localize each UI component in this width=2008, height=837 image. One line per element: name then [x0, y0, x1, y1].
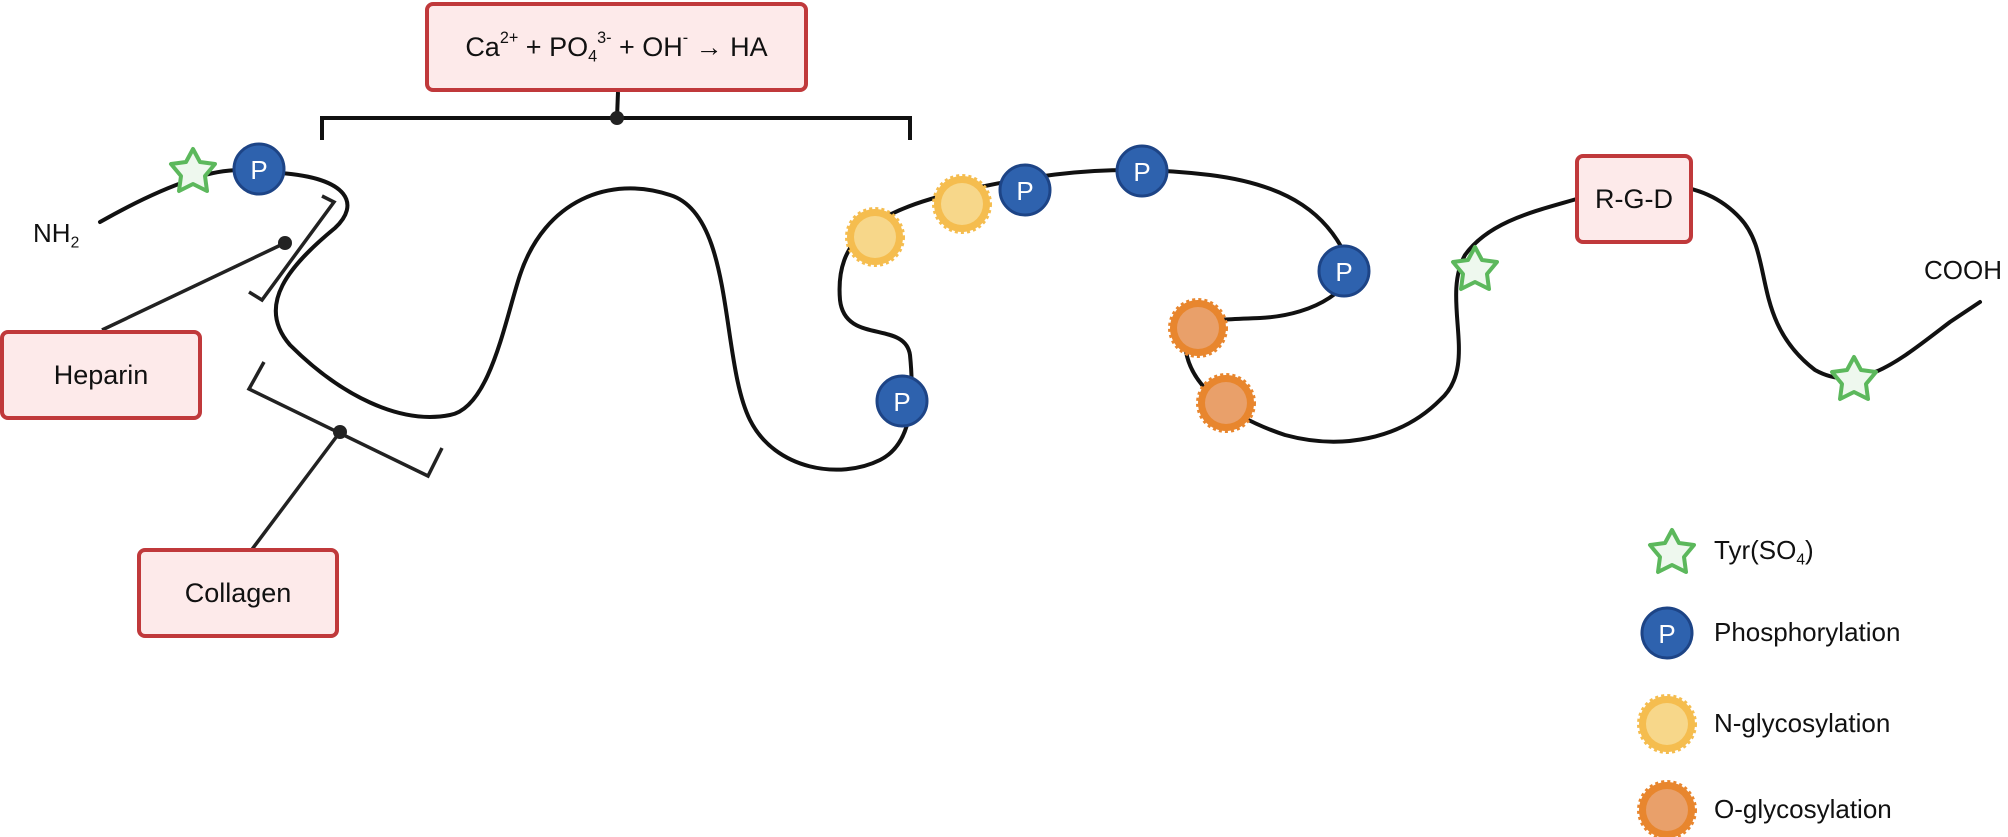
phosphorylation-icon: P [998, 163, 1052, 217]
legend-phos-label: Phosphorylation [1714, 617, 1901, 647]
ha-junction-dot [610, 111, 624, 125]
tyr-star-icon [1830, 355, 1878, 401]
n-terminus-label: NH2 [33, 218, 80, 252]
phosphorylation-icon: P [875, 374, 929, 428]
heparin-bracket [248, 194, 337, 303]
protein-backbone [98, 167, 1982, 472]
o-glyc-icon [1168, 298, 1228, 358]
heparin-binding-box: Heparin [0, 330, 202, 420]
legend-phosphorylation-icon: P [1640, 606, 1694, 660]
legend-tyr-star-icon [1648, 528, 1696, 574]
collagen-label: Collagen [184, 577, 292, 608]
collagen-binding-box: Collagen [137, 548, 339, 638]
tyr-star-icon [1451, 245, 1499, 291]
collagen-bracket [246, 361, 444, 479]
ha-binding-box: Ca2+ + PO43- + OH- → HA [425, 2, 808, 92]
legend-tyr-label: Tyr(SO4) [1714, 535, 1814, 569]
phos-letter: P [1016, 176, 1033, 206]
n-glyc-icon [845, 207, 905, 267]
phos-letter: P [893, 387, 910, 417]
heparin-connector [101, 241, 286, 332]
legend-nglyc-label: N-glycosylation [1714, 708, 1891, 738]
ha-equation: Ca2+ + PO43- + OH- → HA [465, 28, 768, 66]
phos-letter: P [1335, 257, 1352, 287]
phos-letter: P [1658, 619, 1675, 649]
c-terminus-label: COOH [1924, 255, 2002, 285]
collagen-connector [248, 430, 342, 554]
phos-letter: P [250, 155, 267, 185]
legend-o-glyc-icon [1637, 780, 1697, 837]
phos-letter: P [1133, 157, 1150, 187]
legend-oglyc-label: O-glycosylation [1714, 794, 1892, 824]
phosphorylation-icon: P [1115, 144, 1169, 198]
n-glyc-icon [932, 174, 992, 234]
phosphorylation-icon: P [232, 142, 286, 196]
heparin-label: Heparin [53, 359, 149, 390]
legend-n-glyc-icon [1637, 694, 1697, 754]
o-glyc-icon [1196, 373, 1256, 433]
rgd-label: R-G-D [1595, 183, 1673, 214]
phosphorylation-icon: P [1317, 244, 1371, 298]
rgd-motif-box: R-G-D [1575, 154, 1693, 244]
